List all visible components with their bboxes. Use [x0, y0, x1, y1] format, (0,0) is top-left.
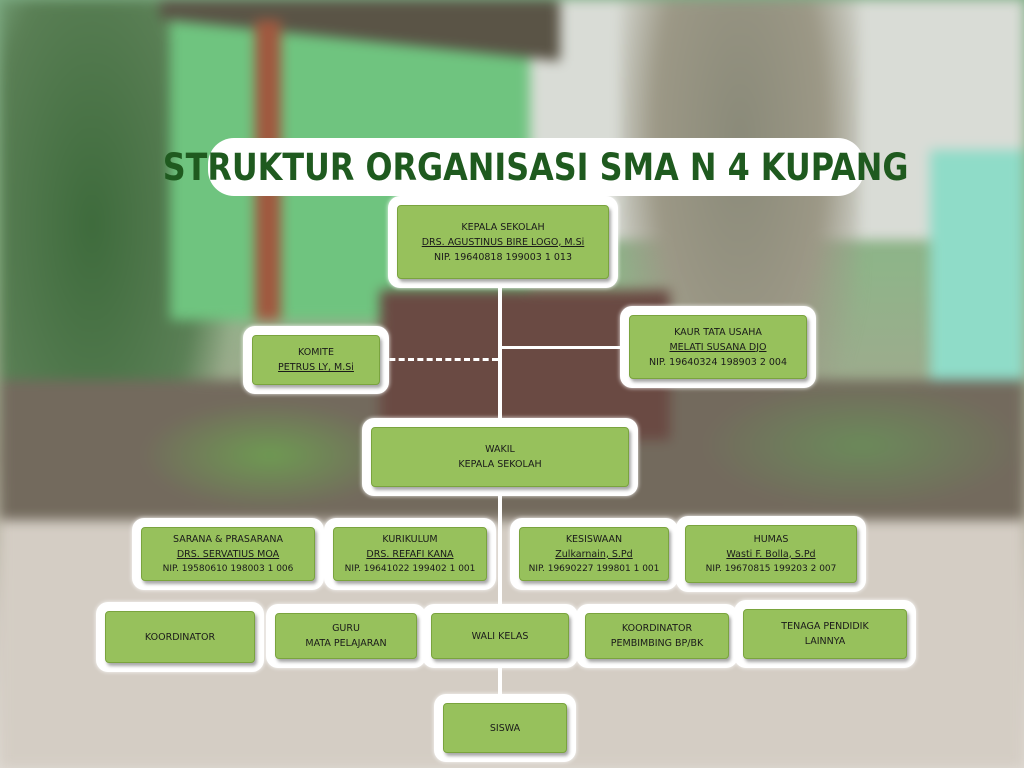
kepala-sekolah-name: DRS. AGUSTINUS BIRE LOGO, M.Si	[421, 236, 585, 248]
connector-komite-dashed	[380, 358, 498, 361]
humas-nip: NIP. 19670815 199203 2 007	[705, 563, 837, 574]
guru-line1: GURU	[332, 623, 360, 634]
kurikulum-name: DRS. REFAFI KANA	[366, 548, 454, 560]
kaur-tata-usaha-role: KAUR TATA USAHA	[674, 326, 762, 338]
kurikulum-card: KURIKULUM DRS. REFAFI KANA NIP. 19641022…	[324, 518, 496, 590]
humas-name: Wasti F. Bolla, S.Pd	[726, 548, 816, 560]
kesiswaan-card: KESISWAAN Zulkarnain, S.Pd NIP. 19690227…	[510, 518, 678, 590]
humas-role: HUMAS	[753, 533, 789, 545]
koordinator-card: KOORDINATOR	[96, 602, 264, 672]
kaur-tata-usaha-card: KAUR TATA USAHA MELATI SUSANA DJO NIP. 1…	[620, 306, 816, 388]
kesiswaan-name: Zulkarnain, S.Pd	[555, 548, 633, 560]
kaur-tata-usaha-name: MELATI SUSANA DJO	[669, 341, 767, 353]
sarana-prasarana-nip: NIP. 19580610 198003 1 006	[162, 563, 294, 574]
komite-card: KOMITE PETRUS LY, M.Si	[243, 326, 389, 394]
wakil-kepala-sekolah-card: WAKIL KEPALA SEKOLAH	[362, 418, 638, 496]
koordinator-bpbk-line1: KOORDINATOR	[621, 623, 693, 634]
komite-role: KOMITE	[298, 347, 334, 358]
kepala-sekolah-card: KEPALA SEKOLAH DRS. AGUSTINUS BIRE LOGO,…	[388, 196, 618, 288]
title-banner: STRUKTUR ORGANISASI SMA N 4 KUPANG	[163, 138, 909, 196]
kesiswaan-nip: NIP. 19690227 199801 1 001	[528, 563, 660, 574]
kepala-sekolah-nip: NIP. 19640818 199003 1 013	[433, 251, 573, 263]
tenaga-pendidik-card: TENAGA PENDIDIK LAINNYA	[734, 600, 916, 668]
wali-kelas-card: WALI KELAS	[422, 604, 578, 668]
kurikulum-nip: NIP. 19641022 199402 1 001	[344, 563, 476, 574]
kepala-sekolah-role: KEPALA SEKOLAH	[461, 221, 545, 233]
page-title: STRUKTUR ORGANISASI SMA N 4 KUPANG	[163, 145, 909, 189]
tenaga-pendidik-line2: LAINNYA	[804, 636, 846, 647]
tenaga-pendidik-line1: TENAGA PENDIDIK	[781, 621, 869, 632]
wakil-line1: WAKIL	[485, 444, 515, 455]
sarana-prasarana-name: DRS. SERVATIUS MOA	[176, 548, 280, 560]
guru-line2: MATA PELAJARAN	[305, 638, 387, 649]
sarana-prasarana-role: SARANA & PRASARANA	[173, 533, 283, 545]
wali-kelas-line1: WALI KELAS	[471, 630, 529, 642]
koordinator-bpbk-line2: PEMBIMBING BP/BK	[610, 638, 704, 649]
kesiswaan-role: KESISWAAN	[565, 533, 623, 545]
koordinator-line1: KOORDINATOR	[144, 631, 216, 643]
komite-name: PETRUS LY, M.Si	[278, 362, 354, 373]
sarana-prasarana-card: SARANA & PRASARANA DRS. SERVATIUS MOA NI…	[132, 518, 324, 590]
siswa-label: SISWA	[489, 722, 521, 734]
kaur-tata-usaha-nip: NIP. 19640324 198903 2 004	[648, 356, 788, 368]
kurikulum-role: KURIKULUM	[382, 533, 438, 545]
connector-tata-usaha	[500, 346, 630, 349]
wakil-line2: KEPALA SEKOLAH	[458, 459, 542, 470]
guru-mata-pelajaran-card: GURU MATA PELAJARAN	[266, 604, 426, 668]
humas-card: HUMAS Wasti F. Bolla, S.Pd NIP. 19670815…	[676, 516, 866, 592]
siswa-card: SISWA	[434, 694, 576, 762]
koordinator-bpbk-card: KOORDINATOR PEMBIMBING BP/BK	[576, 604, 738, 668]
